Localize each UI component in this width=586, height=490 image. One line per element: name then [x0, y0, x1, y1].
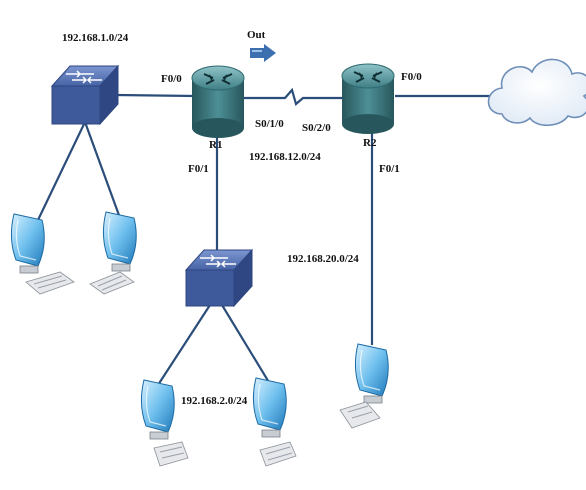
pc-icon: [140, 379, 189, 467]
link-switch1-pc2: [83, 121, 122, 219]
links: [37, 87, 495, 386]
pc-icon: [252, 377, 297, 467]
router-icon: [341, 63, 395, 134]
label-r1-s010: S0/1/0: [255, 118, 284, 130]
pc-icon: [10, 213, 75, 295]
link-switch2-pc4: [221, 304, 271, 385]
pc-icon: [339, 343, 389, 429]
label-r2-f01: F0/1: [379, 163, 400, 175]
label-r1-f00: F0/0: [161, 73, 182, 85]
link-r1-r2-serial: [238, 87, 345, 106]
label-net-serial: 192.168.12.0/24: [249, 151, 321, 163]
label-net-lan2: 192.168.2.0/24: [181, 395, 248, 407]
switch-icon: [50, 64, 120, 126]
right-arrow-icon: [250, 44, 276, 62]
cloud-icon: [487, 58, 586, 127]
label-net-lan20: 192.168.20.0/24: [287, 253, 359, 265]
label-r2-s020: S0/2/0: [302, 122, 331, 134]
link-switch2-pc3: [157, 304, 211, 386]
label-out: Out: [247, 29, 266, 41]
link-switch1-pc1: [37, 121, 86, 221]
router-icon: [191, 65, 245, 138]
label-net-lan1: 192.168.1.0/24: [62, 32, 129, 44]
label-r2-name: R2: [363, 137, 377, 149]
pc-icon: [89, 211, 137, 295]
switch-icon: [184, 248, 254, 308]
link-switch1-r1: [114, 93, 196, 98]
labels: 192.168.1.0/24 Out F0/0 S0/1/0 S0/2/0 F0…: [62, 29, 422, 407]
label-r1-name: R1: [209, 139, 222, 151]
label-r2-f00: F0/0: [401, 71, 422, 83]
label-r1-f01: F0/1: [188, 163, 209, 175]
